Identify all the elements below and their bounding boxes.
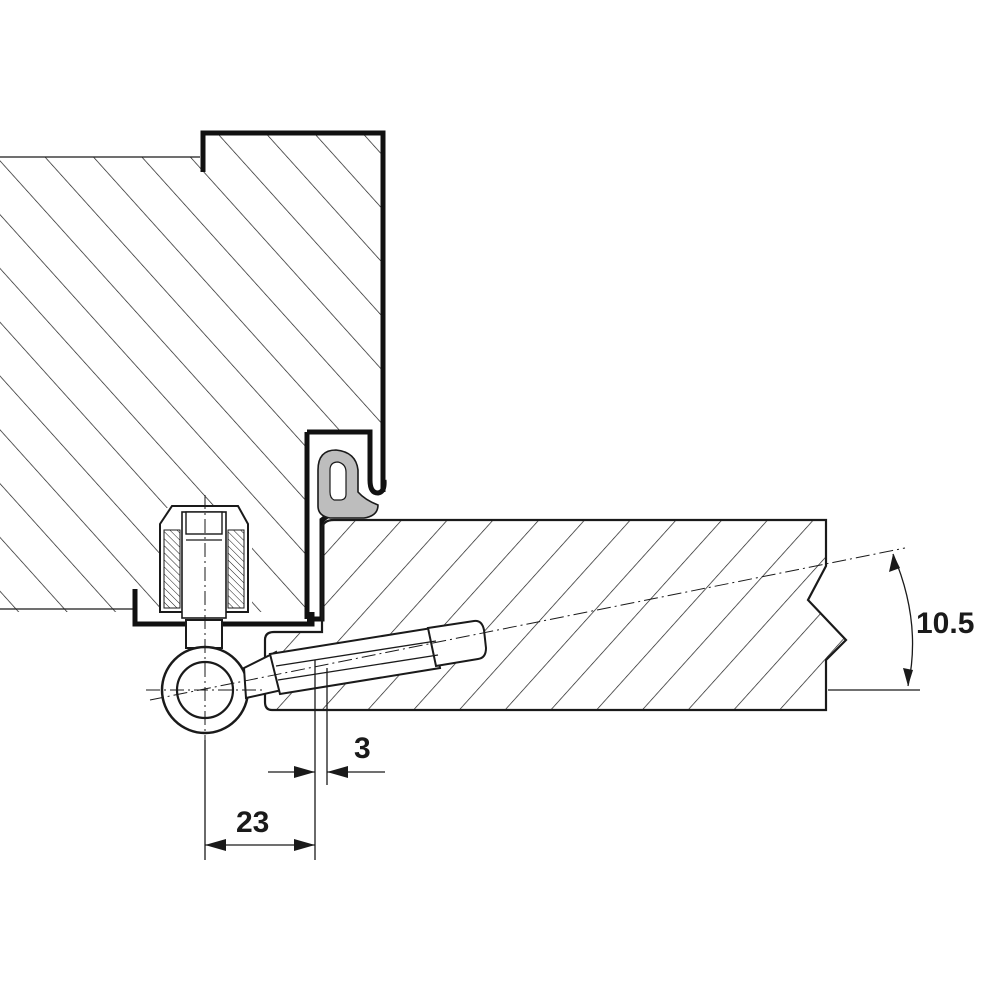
dimension-hinge-label: 23 (236, 806, 269, 839)
door-angled-pin (242, 619, 488, 700)
arrowhead-bottom (903, 668, 913, 686)
dimension-gap: 3 (268, 660, 385, 860)
gap-arrowhead-left (294, 766, 315, 778)
frame-threaded-sleeve (159, 505, 249, 619)
pin-axis-line (149, 547, 906, 701)
door-leaf-outline (263, 518, 848, 712)
dimension-hinge-offset: 23 (204, 740, 315, 860)
arrowhead-top (889, 554, 900, 572)
frame-timber (0, 133, 382, 612)
sleeve-thread-left (163, 529, 181, 609)
sleeve-thread-right (227, 529, 245, 609)
hinge-arrowhead-left (205, 839, 226, 851)
dimension-arc (892, 553, 914, 687)
pin-thread-line-2 (277, 654, 439, 681)
pin-tip (426, 619, 488, 668)
center-lines (146, 495, 906, 740)
pin-thread-line-1 (275, 640, 437, 667)
pin-body (268, 626, 442, 696)
sleeve-pin-head (185, 511, 223, 535)
dimension-gap-label: 3 (354, 732, 371, 765)
seal-inner-cut (329, 461, 347, 501)
frame-timber-hatch (0, 133, 382, 612)
hinge-arrowhead-right (294, 839, 315, 851)
dimension-angle-offset: 10.5 (828, 553, 974, 691)
gap-arrowhead-right (327, 766, 348, 778)
steel-frame-profile (132, 130, 387, 627)
dimension-angle-label: 10.5 (916, 607, 974, 640)
knuckle-stem (185, 619, 223, 649)
